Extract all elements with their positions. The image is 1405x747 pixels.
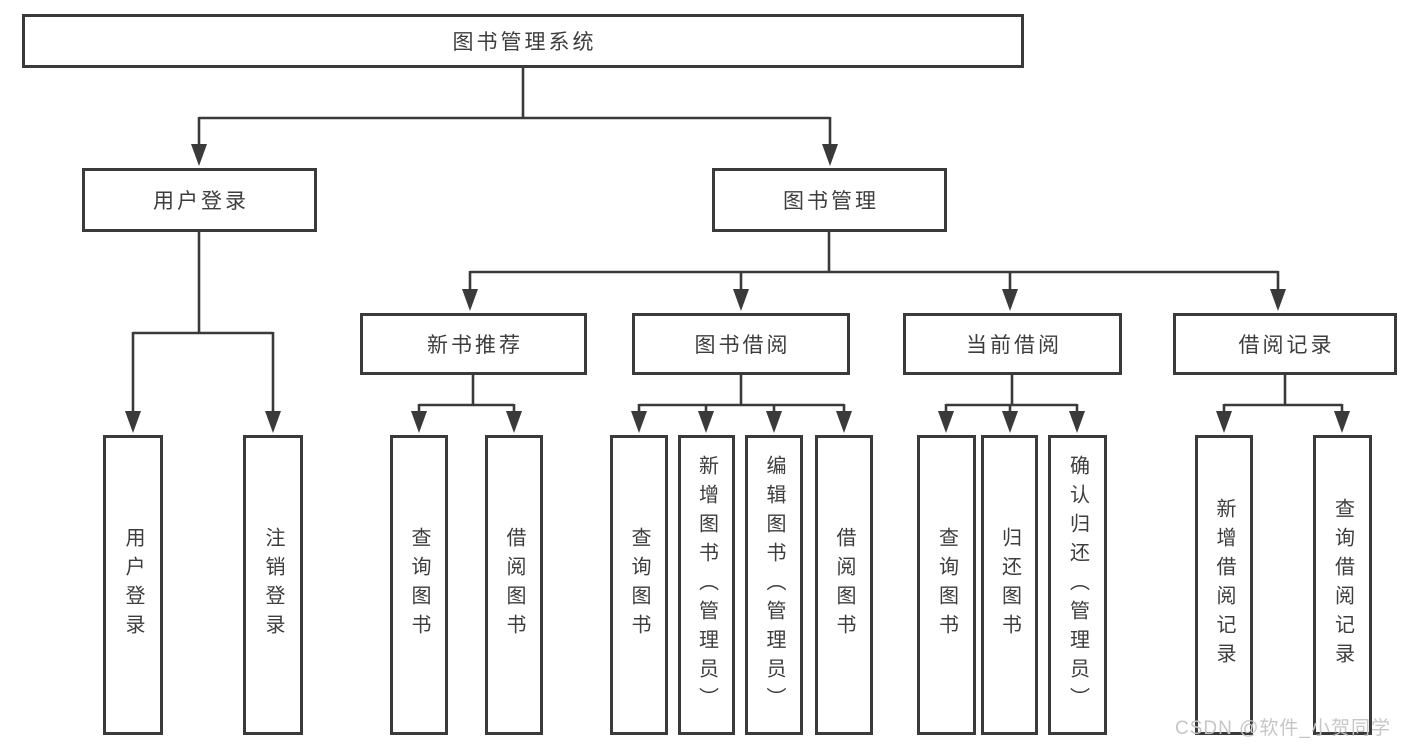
leaf-logout: 注销登录 xyxy=(243,435,303,735)
node-borrow-records: 借阅记录 xyxy=(1173,313,1397,375)
leaf-add-books-admin: 新增图书（管理员） xyxy=(678,435,735,735)
leaf-label: 归还图书 xyxy=(998,527,1021,643)
node-book-borrowing: 图书借阅 xyxy=(632,313,850,375)
node-book-management: 图书管理 xyxy=(712,168,947,232)
leaf-confirm-return-admin: 确认归还（管理员） xyxy=(1048,435,1107,735)
leaf-add-borrow-record: 新增借阅记录 xyxy=(1195,435,1253,735)
csdn-watermark: CSDN @软件_小贺同学 xyxy=(1175,718,1391,739)
leaf-label: 新增借阅记录 xyxy=(1213,498,1235,672)
node-user-login: 用户登录 xyxy=(82,168,317,232)
node-root-system: 图书管理系统 xyxy=(22,14,1024,68)
leaf-query-books-borrowing: 查询图书 xyxy=(610,435,668,735)
leaf-label: 借阅图书 xyxy=(833,527,855,643)
leaf-query-borrow-record: 查询借阅记录 xyxy=(1313,435,1372,735)
leaf-label: 新增图书（管理员） xyxy=(695,454,718,716)
leaf-label: 查询图书 xyxy=(628,527,650,643)
leaf-label: 用户登录 xyxy=(122,527,144,643)
leaf-query-books-current: 查询图书 xyxy=(917,435,976,735)
leaf-label: 借阅图书 xyxy=(503,527,525,643)
leaf-label: 注销登录 xyxy=(262,527,284,643)
node-new-book-recommend: 新书推荐 xyxy=(360,313,587,375)
leaf-edit-books-admin: 编辑图书（管理员） xyxy=(745,435,803,735)
leaf-borrow-books-recommend: 借阅图书 xyxy=(485,435,543,735)
leaf-query-books-recommend: 查询图书 xyxy=(390,435,448,735)
leaf-label: 查询图书 xyxy=(935,527,958,643)
node-current-borrowing: 当前借阅 xyxy=(903,313,1122,375)
leaf-borrow-books-borrowing: 借阅图书 xyxy=(815,435,873,735)
leaf-user-login: 用户登录 xyxy=(103,435,163,735)
leaf-label: 查询图书 xyxy=(408,527,430,643)
leaf-label: 编辑图书（管理员） xyxy=(763,454,785,716)
leaf-label: 查询借阅记录 xyxy=(1331,498,1354,672)
leaf-label: 确认归还（管理员） xyxy=(1066,454,1089,716)
leaf-return-books: 归还图书 xyxy=(981,435,1038,735)
